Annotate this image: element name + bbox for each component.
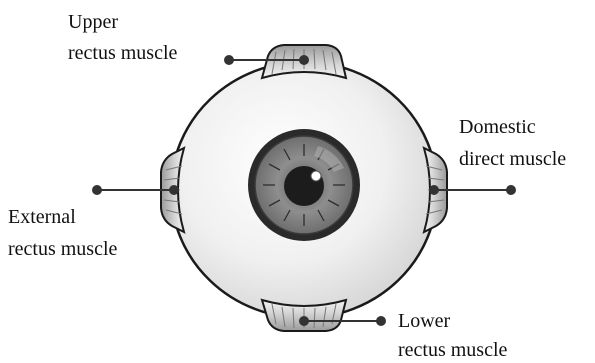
label-external-line2: rectus muscle [8, 238, 118, 260]
label-lower-line2: rectus muscle [398, 339, 508, 358]
label-lower-line1: Lower [398, 310, 451, 332]
label-upper-line2: rectus muscle [68, 42, 178, 64]
label-domestic-line1: Domestic [459, 116, 536, 138]
label-external-line1: External [8, 206, 76, 228]
label-domestic-line2: direct muscle [459, 148, 566, 170]
pupil-highlight [311, 171, 321, 181]
label-upper-line1: Upper [68, 11, 118, 33]
